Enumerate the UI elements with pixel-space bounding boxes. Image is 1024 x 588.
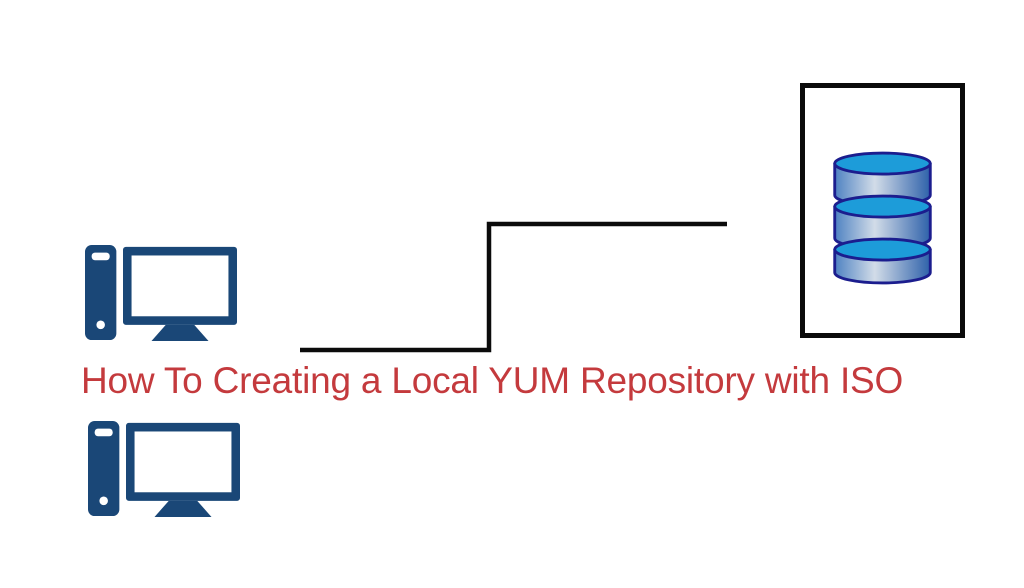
repository-server-box — [800, 83, 965, 338]
monitor-screen — [131, 255, 229, 317]
database-disk — [833, 194, 932, 250]
computer-monitor-icon — [126, 422, 240, 517]
computer-tower-icon — [88, 421, 120, 517]
monitor-stand — [151, 324, 209, 341]
monitor-screen — [134, 431, 232, 493]
computer-tower-icon — [85, 245, 117, 341]
connector-polyline — [300, 221, 727, 353]
diagram-title: How To Creating a Local YUM Repository w… — [81, 360, 904, 401]
database-disk — [833, 237, 932, 285]
computer-monitor-icon — [123, 246, 237, 341]
database-icon — [833, 151, 932, 285]
desktop-computer-icon — [85, 245, 237, 341]
database-disk — [833, 151, 932, 207]
desktop-computer-icon — [88, 421, 240, 517]
tower-button — [99, 496, 108, 506]
tower-slot — [91, 252, 110, 261]
monitor-stand — [154, 500, 212, 517]
tower-slot — [94, 428, 113, 437]
tower-button — [96, 320, 105, 330]
